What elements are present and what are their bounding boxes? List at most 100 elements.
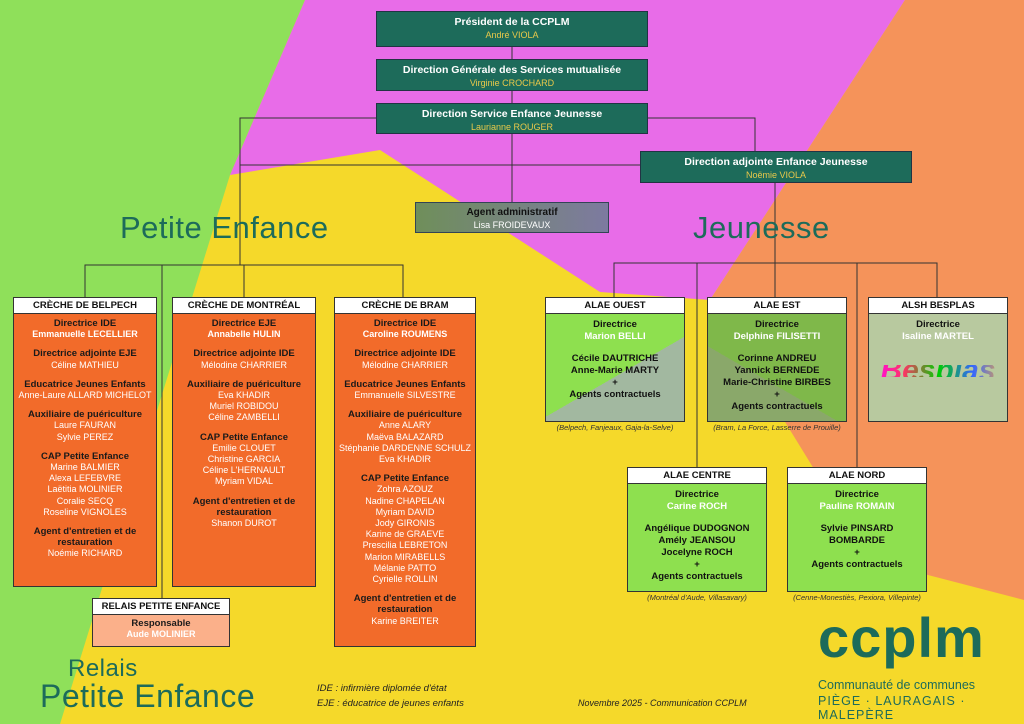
role-label: Agent d'entretien et de restauration (33, 526, 137, 549)
director-role: Directrice (593, 319, 637, 330)
footnote-eje: EJE : éducatrice de jeunes enfants (317, 698, 464, 709)
staff-name: Caroline ROUMENS (362, 329, 448, 340)
staff-name: Marine BALMIER (50, 462, 120, 473)
staff-name: Céline ZAMBELLI (208, 412, 280, 423)
relais-person: Aude MOLINIER (126, 629, 196, 640)
role-label: Directrice adjointe IDE (354, 348, 456, 360)
staff-name: + (694, 559, 700, 570)
alae-caption: (Belpech, Fanjeaux, Gaja-la-Selve) (556, 423, 674, 432)
staff-name: Jocelyne ROCH (661, 547, 733, 558)
alae-header: ALAE CENTRE (628, 468, 766, 484)
staff-name: Shanon DUROT (211, 518, 277, 529)
staff-name: Sylvie PEREZ (56, 431, 114, 442)
role-label: Directrice adjointe IDE (193, 348, 295, 360)
besplas-logo: Besplas (869, 356, 1007, 386)
alae-caption: (Montréal d'Aude, Villasavary) (647, 593, 747, 602)
dgs-title: Direction Générale des Services mutualis… (402, 64, 622, 76)
role-label: Agent d'entretien et de restauration (353, 593, 457, 616)
director-role: Directrice (755, 319, 799, 330)
role-label: Directrice IDE (53, 318, 117, 329)
director-name: Isaline MARTEL (902, 331, 974, 342)
creche-header: CRÈCHE DE BELPECH (14, 298, 156, 314)
role-label: Educatrice Jeunes Enfants (344, 378, 466, 390)
admin-name: Lisa FROIDEVAUX (473, 220, 551, 230)
dgs-name: Virginie CROCHARD (469, 78, 555, 88)
footnote-ide: IDE : infirmière diplomée d'état (317, 683, 447, 694)
creche-header: CRÈCHE DE BRAM (335, 298, 475, 314)
staff-name: Emmanuelle SILVESTRE (354, 390, 456, 401)
staff-name: Laure FAURAN (53, 420, 117, 431)
staff-name: Eva KHADIR (378, 454, 431, 465)
staff-name: Mélodine CHARRIER (200, 359, 288, 370)
director-role: Directrice (916, 319, 960, 330)
staff-name: Stéphanie DARDENNE SCHULZ (338, 442, 472, 453)
admin-title: Agent administratif (466, 207, 558, 218)
relais-logo-line2: Petite Enfance (40, 678, 256, 714)
staff-name: Anne-Marie MARTY (570, 365, 660, 376)
staff-name: BOMBARDE (829, 535, 885, 546)
role-label: CAP Petite Enfance (200, 431, 288, 443)
director-name: Delphine FILISETTI (733, 331, 821, 342)
spacer (788, 513, 926, 523)
staff-name: Yannick BERNEDE (734, 365, 820, 376)
staff-name: Angélique DUDOGNON (644, 523, 750, 534)
staff-name: Mélanie PATTO (373, 562, 437, 573)
staff-name: Emmanuelle LECELLIER (32, 329, 138, 340)
staff-name: Roseline VIGNOLES (43, 506, 127, 517)
staff-name: + (854, 547, 860, 558)
staff-name: Sylvie PINSARD (820, 523, 894, 534)
adjointe-title: Direction adjointe Enfance Jeunesse (684, 156, 868, 168)
ccplm-logo: ccplm Communauté de communes PIÈGE · LAU… (818, 608, 1018, 723)
director-name: Marion BELLI (584, 331, 646, 342)
staff-name: Annabelle HULIN (207, 329, 281, 340)
alae-header: ALAE EST (708, 298, 846, 314)
staff-name: Coralie SECQ (56, 495, 114, 506)
staff-name: Cécile DAUTRICHE (571, 353, 659, 364)
role-label: Auxiliaire de puériculture (347, 409, 463, 421)
staff-name: Laëtitia MOLINIER (47, 484, 123, 495)
spacer (708, 343, 846, 353)
role-label: Educatrice Jeunes Enfants (24, 378, 146, 390)
staff-name: Cyrielle ROLLIN (372, 574, 438, 585)
staff-name: Emilie CLOUET (212, 442, 276, 453)
staff-name: Myriam DAVID (375, 506, 435, 517)
ccplm-logo-line2: PIÈGE · LAURAGAIS · MALEPÈRE (818, 694, 966, 722)
relais-logo-line1: Relais (68, 655, 138, 682)
staff-name: Prescilia LEBRETON (362, 540, 448, 551)
relais-role: Responsable (131, 618, 191, 629)
president-name: André VIOLA (485, 30, 539, 40)
role-label: Directrice IDE (373, 318, 437, 329)
staff-name: Christine GARCIA (207, 454, 281, 465)
staff-name: Agents contractuels (569, 389, 661, 400)
staff-name: Agents contractuels (651, 571, 743, 582)
spacer (628, 513, 766, 523)
petite-enfance-heading: Petite Enfance (120, 210, 329, 245)
staff-name: Agents contractuels (731, 401, 823, 412)
relais-box: RELAIS PETITE ENFANCE Responsable Aude M… (92, 598, 230, 647)
staff-name: Jody GIRONIS (375, 518, 435, 529)
role-label: CAP Petite Enfance (41, 450, 129, 462)
adjointe-name: Noëmie VIOLA (745, 170, 807, 180)
